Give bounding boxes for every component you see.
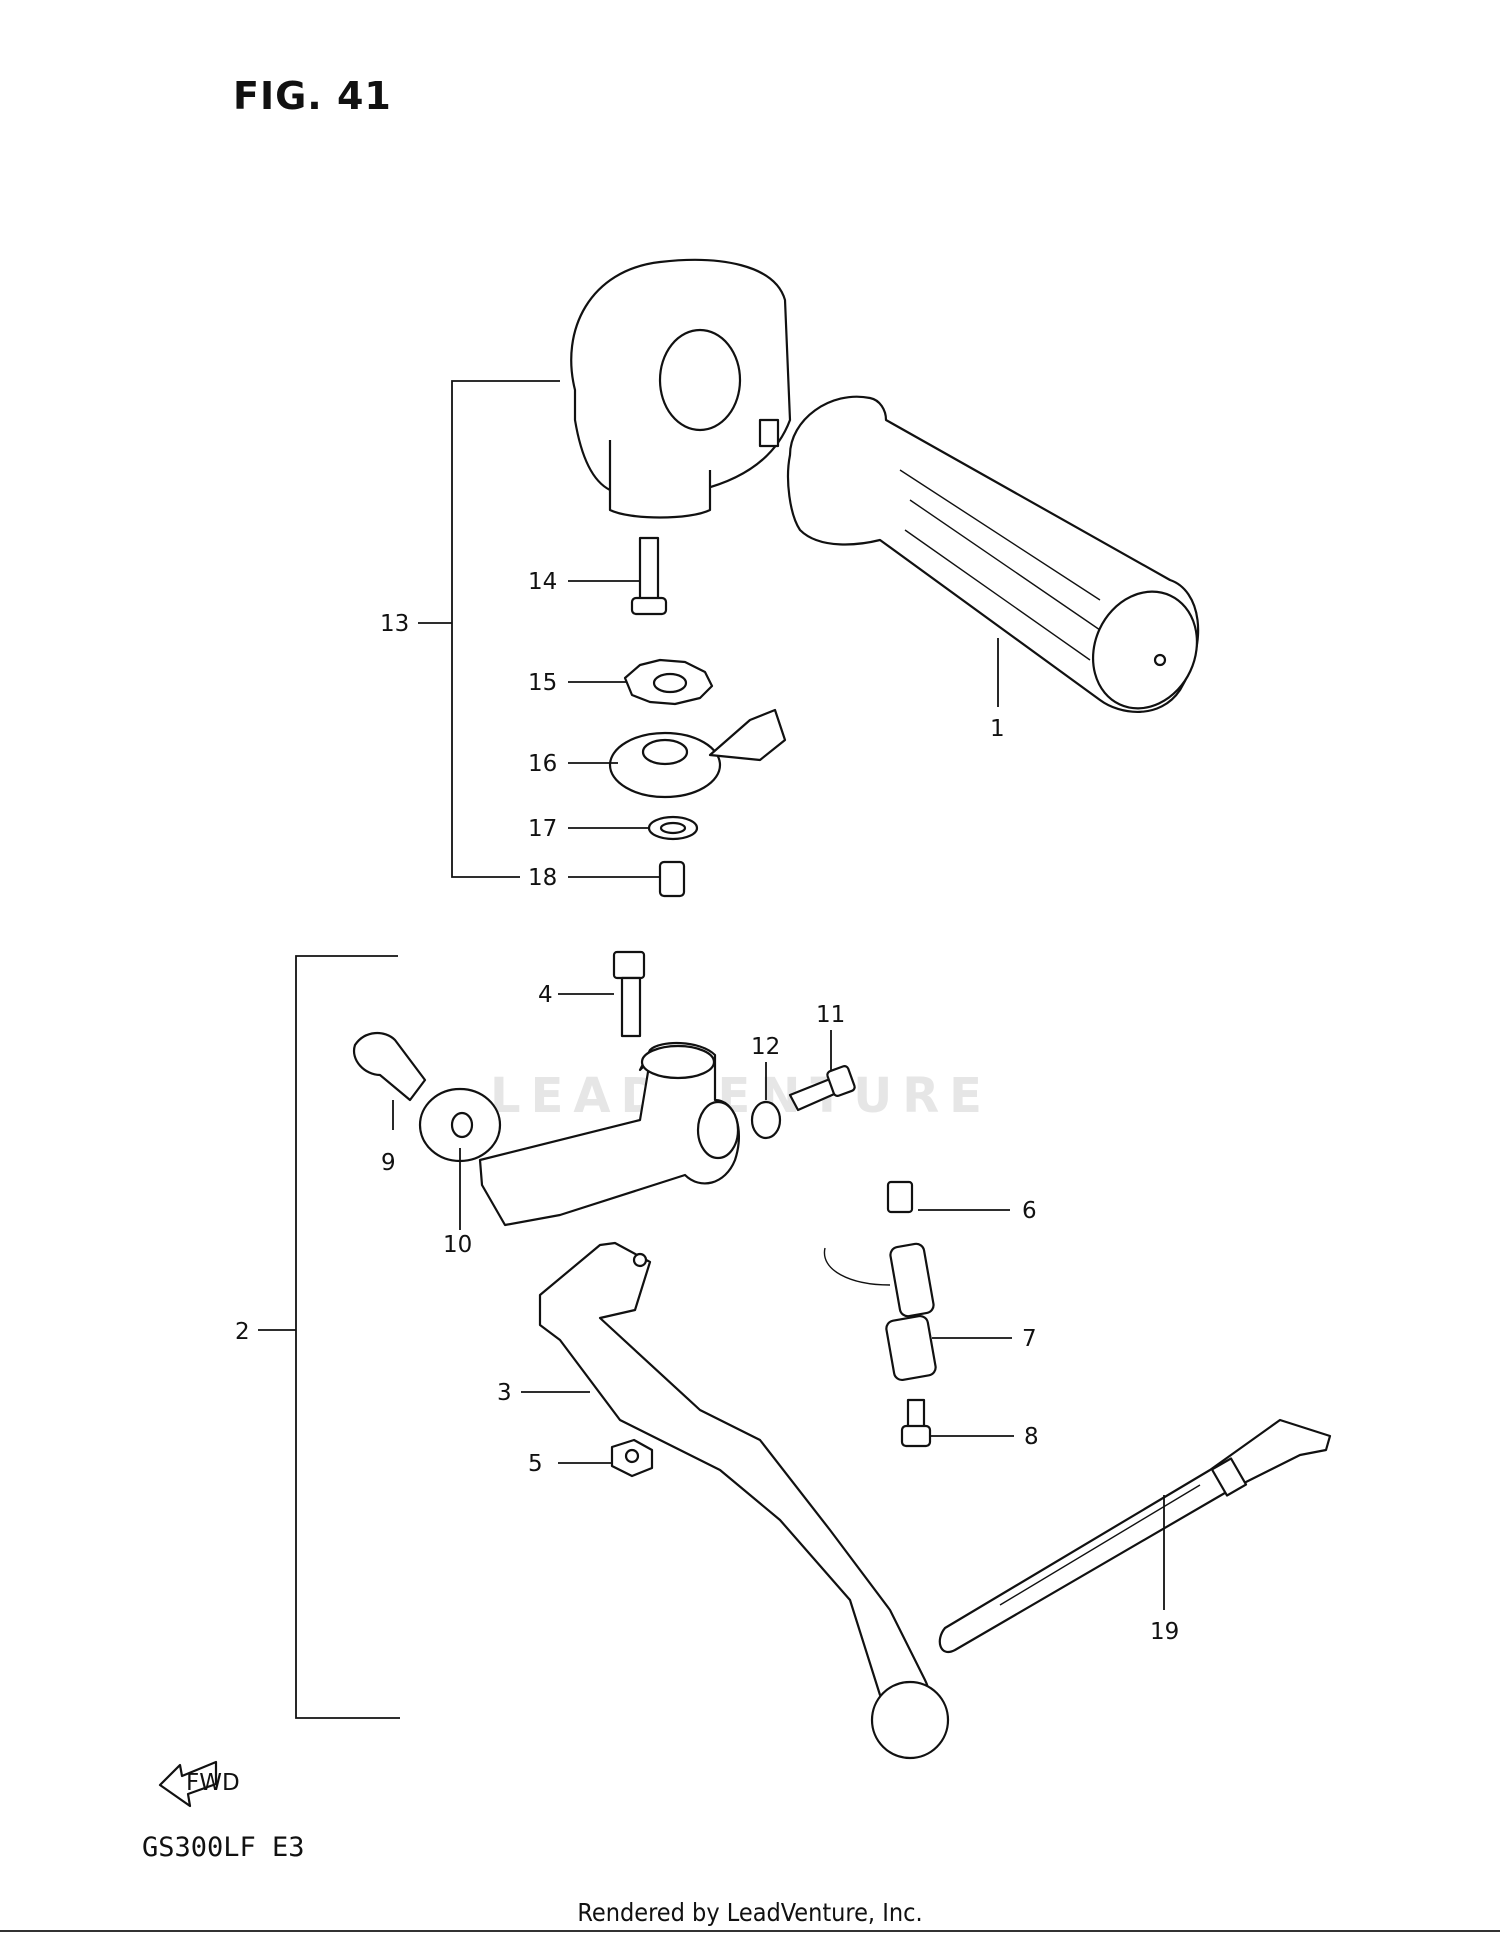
callout-2: 2 <box>235 1319 250 1345</box>
callout-13: 13 <box>380 611 409 637</box>
throttle-housing-part <box>570 258 792 519</box>
grip-part <box>786 395 1200 714</box>
figure-title: FIG. 41 <box>233 74 392 118</box>
callout-4: 4 <box>538 982 553 1008</box>
clip-6-part <box>886 1180 914 1214</box>
lever-holder-part <box>478 1041 740 1227</box>
callout-10: 10 <box>443 1232 472 1258</box>
callout-6: 6 <box>1022 1198 1037 1224</box>
adjuster-9-part <box>352 1032 427 1102</box>
leader-lines <box>392 580 1165 1610</box>
footer-credit: Rendered by LeadVenture, Inc. <box>577 1898 923 1927</box>
callout-15: 15 <box>528 670 557 696</box>
locknut-10-part <box>418 1087 502 1163</box>
bolt-4-part <box>612 950 646 1038</box>
callout-5: 5 <box>528 1451 543 1477</box>
callout-7: 7 <box>1022 1326 1037 1352</box>
fwd-label: FWD <box>186 1770 240 1796</box>
callout-8: 8 <box>1024 1424 1039 1450</box>
callout-1: 1 <box>990 716 1005 742</box>
screw-8-part <box>900 1398 932 1448</box>
callout-3: 3 <box>497 1380 512 1406</box>
screw-11-part <box>788 1065 856 1112</box>
clutch-lever-3-part <box>538 1241 950 1760</box>
callout-12: 12 <box>751 1034 780 1060</box>
washer-12-part <box>750 1100 782 1140</box>
bracket-2 <box>258 955 400 1719</box>
bracket-13 <box>418 380 560 878</box>
screw-18-part <box>658 860 686 898</box>
callout-labels: 1 2 3 4 5 6 7 8 9 10 11 12 13 14 15 16 1… <box>235 569 1179 1645</box>
washer-17-part <box>647 815 699 841</box>
nut-5-part <box>610 1438 654 1478</box>
lock-washer-15-part <box>623 658 714 706</box>
forward-arrow-icon: FWD <box>158 1760 240 1808</box>
callout-19: 19 <box>1150 1619 1179 1645</box>
callout-17: 17 <box>528 816 557 842</box>
choke-lever-16-part <box>608 708 787 799</box>
model-code: GS300LF E3 <box>142 1832 305 1863</box>
callout-11: 11 <box>816 1002 845 1028</box>
screw-14-part <box>630 536 668 616</box>
switch-7-part <box>823 1242 937 1382</box>
footer-divider <box>0 1930 1500 1932</box>
callout-18: 18 <box>528 865 557 891</box>
callout-14: 14 <box>528 569 557 595</box>
callout-9: 9 <box>381 1150 396 1176</box>
strap-19-part <box>938 1418 1332 1653</box>
callout-16: 16 <box>528 751 557 777</box>
